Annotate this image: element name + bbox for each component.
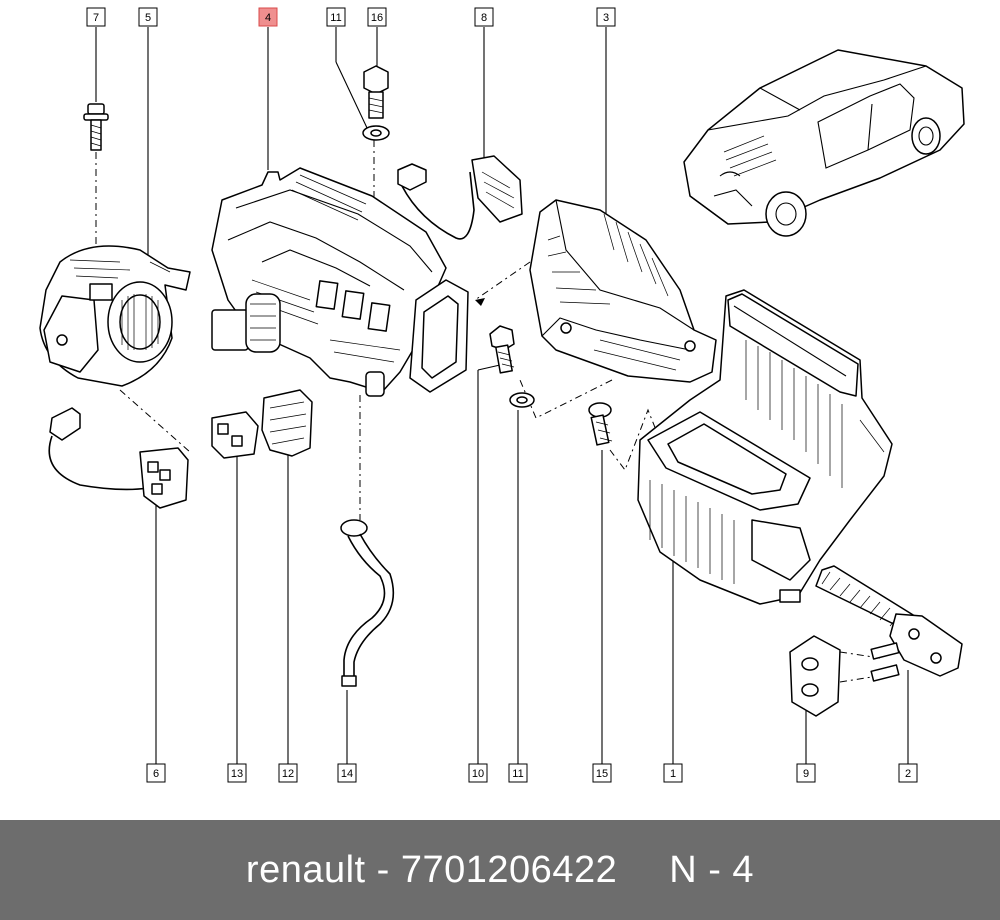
- callout-number: 11: [330, 12, 341, 24]
- callout-c10: 10: [468, 763, 488, 783]
- drain-hose-14: [340, 519, 395, 687]
- actuator-13: [211, 411, 259, 459]
- callout-number: 13: [231, 768, 243, 780]
- callout-number: 1: [670, 768, 676, 780]
- callout-c9: 9: [796, 763, 816, 783]
- callout-number: 2: [905, 768, 911, 780]
- callout-number: 16: [371, 12, 383, 24]
- callout-c12: 12: [278, 763, 298, 783]
- callout-box: [138, 7, 158, 27]
- screw-7: [83, 103, 109, 151]
- air-duct-3: [529, 199, 717, 383]
- callout-c2: 2: [898, 763, 918, 783]
- bolt-16: [363, 65, 389, 119]
- callout-c8: 8: [474, 7, 494, 27]
- bolt-10: [489, 325, 515, 374]
- callout-number: 12: [282, 768, 294, 780]
- callout-number: 7: [93, 12, 99, 24]
- footer-bar: renault - 7701206422 N - 4: [0, 820, 1000, 920]
- callout-c6: 6: [146, 763, 166, 783]
- heater-core-2: [815, 565, 963, 682]
- callout-c13: 13: [227, 763, 247, 783]
- callout-c11b: 11: [508, 763, 528, 783]
- callout-c4: 4: [258, 7, 278, 27]
- callout-box: [337, 763, 357, 783]
- callout-c7: 7: [86, 7, 106, 27]
- callout-box: [278, 763, 298, 783]
- screw-15: [588, 402, 613, 446]
- callout-number: 8: [481, 12, 487, 24]
- callout-number: 3: [603, 12, 609, 24]
- washer-11-bottom: [509, 392, 535, 408]
- callout-c16: 16: [367, 7, 387, 27]
- leader-lines: [95, 27, 909, 765]
- callout-number: 15: [596, 768, 608, 780]
- callout-number: 14: [341, 768, 353, 780]
- callout-box: [258, 7, 278, 27]
- callout-c15: 15: [592, 763, 612, 783]
- callout-number: 10: [472, 768, 484, 780]
- callout-number: 4: [265, 12, 271, 24]
- callout-box: [367, 7, 387, 27]
- resistor-6: [48, 407, 189, 509]
- callout-box: [898, 763, 918, 783]
- callout-box: [468, 763, 488, 783]
- vehicle-locator-car: [683, 49, 965, 237]
- part-number-text: renault - 7701206422: [245, 848, 618, 891]
- callout-number: 6: [153, 768, 159, 780]
- callout-c14: 14: [337, 763, 357, 783]
- page-reference-text: N - 4: [669, 848, 755, 891]
- foam-pad-12: [261, 389, 313, 457]
- callout-box: [663, 763, 683, 783]
- callout-c3: 3: [596, 7, 616, 27]
- callout-number: 9: [803, 768, 809, 780]
- washer-11-top: [362, 125, 390, 141]
- callout-box: [86, 7, 106, 27]
- air-distribution-housing-4: [211, 167, 469, 397]
- callout-box: [227, 763, 247, 783]
- assembly-arrow: [475, 298, 485, 306]
- callout-c11a: 11: [326, 7, 346, 27]
- callout-box: [796, 763, 816, 783]
- callout-box: [326, 7, 346, 27]
- callout-c1: 1: [663, 763, 683, 783]
- heater-unit-1: [637, 289, 893, 605]
- callout-box: [508, 763, 528, 783]
- blower-motor-5: [39, 245, 191, 387]
- callout-number: 11: [512, 768, 523, 780]
- seal-9: [789, 635, 841, 717]
- callout-box: [592, 763, 612, 783]
- callout-number: 5: [145, 12, 151, 24]
- callout-box: [596, 7, 616, 27]
- callout-c5: 5: [138, 7, 158, 27]
- callout-box: [474, 7, 494, 27]
- callout-box: [146, 763, 166, 783]
- sensor-8: [397, 155, 523, 240]
